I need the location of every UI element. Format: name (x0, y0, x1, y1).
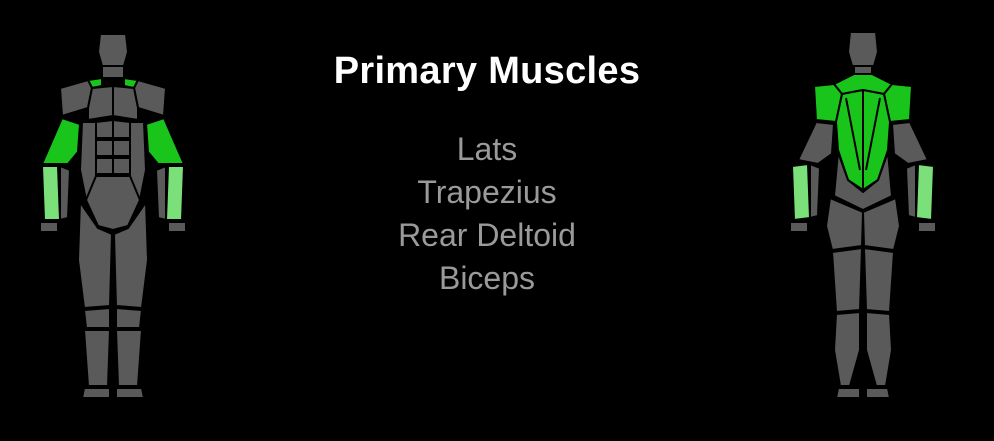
thigh-right (113, 201, 149, 309)
thigh-left (77, 201, 113, 309)
muscle-item: Biceps (438, 260, 536, 296)
triceps-left (797, 121, 835, 165)
upper-arm-right (145, 117, 185, 165)
shin-left (83, 329, 111, 387)
forearm-right-inner (155, 165, 167, 221)
knee-left (83, 307, 111, 329)
neck (853, 65, 873, 75)
hand-right (167, 221, 187, 233)
hand-left (39, 221, 59, 233)
forearm-right (165, 165, 185, 221)
head (847, 31, 879, 67)
foot-right (865, 387, 891, 399)
front-body-diagram (39, 33, 187, 399)
forearm-left-inner (809, 163, 821, 219)
upper-arm-left (41, 117, 81, 165)
chest-right (112, 85, 139, 121)
knee-right (115, 307, 143, 329)
forearm-left (41, 165, 61, 221)
foot-left (835, 387, 861, 399)
front-body-figure (38, 30, 188, 402)
forearm-right-inner (905, 163, 917, 219)
hand-left (789, 221, 809, 233)
glute-left (825, 197, 864, 251)
muscle-item: Rear Deltoid (398, 217, 576, 253)
hamstring-right (863, 247, 895, 313)
primary-muscles-list: Lats Trapezius Rear Deltoid Biceps (287, 128, 687, 300)
triceps-right (891, 121, 929, 165)
hamstring-left (831, 247, 863, 313)
neck (101, 65, 125, 79)
calf-right (865, 311, 893, 387)
hand-right (917, 221, 937, 233)
page-title: Primary Muscles (333, 50, 641, 92)
calf-left (833, 311, 861, 387)
muscle-item: Trapezius (417, 174, 557, 210)
pelvis (85, 175, 141, 231)
muscle-item: Lats (456, 131, 518, 167)
glute-right (862, 197, 901, 251)
back-body-diagram (789, 31, 937, 399)
forearm-right (915, 163, 935, 221)
forearm-left (791, 163, 811, 221)
shin-right (115, 329, 143, 387)
head (97, 33, 129, 67)
lower-back (833, 151, 893, 211)
back-body-figure (788, 30, 938, 402)
foot-left (81, 387, 111, 399)
foot-right (115, 387, 145, 399)
forearm-left-inner (59, 165, 71, 221)
chest-left (87, 85, 114, 121)
